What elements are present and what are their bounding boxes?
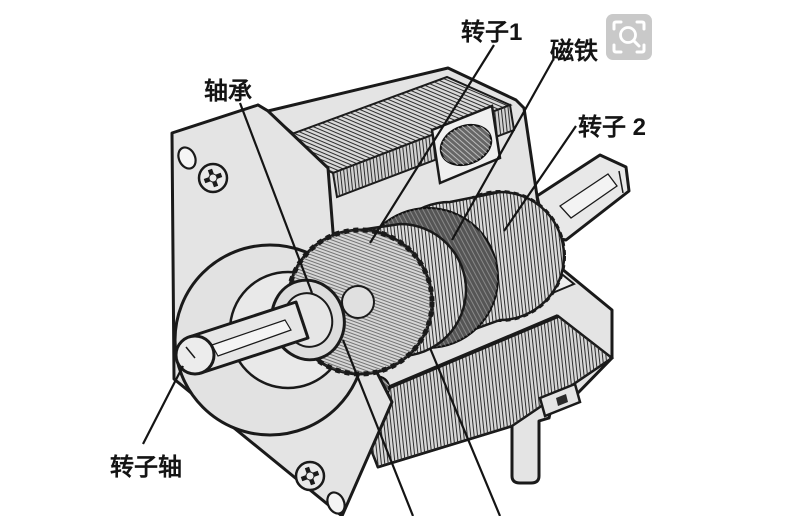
zoom-icon-bg[interactable] — [606, 14, 652, 60]
front-shaft — [174, 300, 310, 376]
bracket-tr — [635, 20, 646, 31]
label-magnet: 磁铁 — [550, 37, 598, 65]
screw-center — [208, 173, 218, 183]
winding-top-hatch — [270, 77, 510, 173]
bracket-tl — [612, 20, 623, 31]
bracket-br — [635, 43, 646, 54]
mounting-screw-bottom — [294, 460, 326, 492]
leader-bearing — [238, 102, 314, 294]
connector-notch — [556, 394, 568, 406]
leader-rotor1 — [369, 44, 495, 244]
leader-stator-cutoff-1 — [341, 339, 415, 516]
zoom-preview-icon[interactable] — [606, 14, 652, 60]
mounting-screw-top — [197, 162, 229, 194]
rear-shaft-flat — [559, 173, 618, 219]
rear-shaft — [535, 153, 631, 242]
front-shaft-flat — [211, 319, 292, 357]
front-shaft-tip-mark — [185, 346, 196, 359]
mounting-hole-top — [177, 146, 197, 170]
label-bearing: 轴承 — [204, 77, 252, 105]
magnifier-glass — [619, 26, 637, 44]
leader-magnet — [451, 59, 554, 241]
winding-bottom-hatch — [352, 316, 612, 467]
leader-stator-cutoff-2 — [428, 347, 502, 516]
screw-center — [305, 471, 315, 481]
leader-rotor-shaft — [142, 365, 184, 445]
rotor-assembly — [285, 190, 566, 377]
coil-end-window-hatch — [440, 124, 492, 166]
rotor-1 — [285, 222, 468, 377]
label-rotor-shaft: 转子轴 — [110, 453, 182, 481]
magnifier-handle — [632, 39, 641, 48]
bracket-bl — [612, 43, 623, 54]
leader-lines — [142, 44, 577, 516]
connector-block — [538, 382, 582, 418]
label-rotor2: 转子 2 — [578, 113, 646, 141]
leader-rotor2 — [503, 125, 577, 232]
rotor1-center-hole — [341, 285, 375, 319]
stator-winding-top — [267, 75, 516, 230]
mounting-hole-bottom — [326, 491, 346, 515]
rotor1-front-teeth — [285, 227, 435, 377]
front-shaft-tip — [174, 334, 216, 376]
label-rotor1: 转子1 — [461, 18, 522, 46]
rear-shaft-tip-edge — [618, 170, 624, 194]
